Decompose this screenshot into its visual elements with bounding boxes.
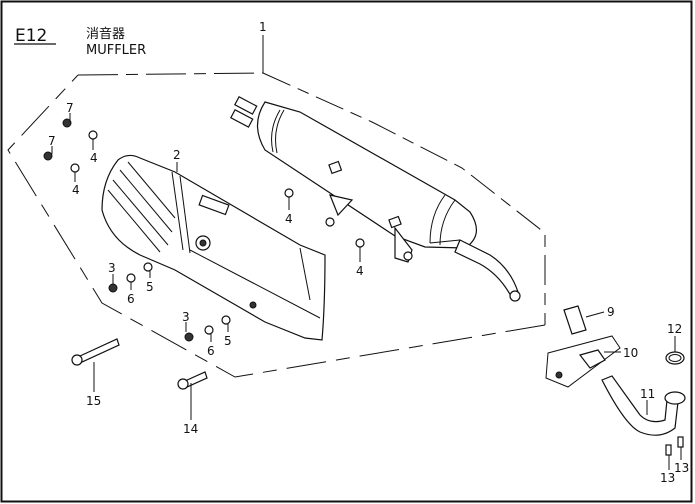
callout-5: 5 [224, 334, 232, 348]
callout-4: 4 [72, 183, 80, 197]
heat-shield [101, 154, 326, 341]
callout-6: 6 [207, 344, 215, 358]
callout-4: 4 [285, 212, 293, 226]
callout-15: 15 [86, 394, 101, 408]
callout-4: 4 [90, 151, 98, 165]
callout-4: 4 [356, 264, 364, 278]
callout-2: 2 [173, 148, 181, 162]
callout-6: 6 [127, 292, 135, 306]
leader-lines [51, 113, 682, 470]
callout-10: 10 [623, 346, 638, 360]
callout-1: 1 [259, 20, 267, 34]
assembly-outline [7, 35, 546, 378]
section-code: E12 [15, 26, 47, 46]
callout-9: 9 [607, 305, 615, 319]
callout-7: 7 [48, 134, 56, 148]
muffler-body [230, 95, 521, 302]
callout-7: 7 [66, 101, 74, 115]
callout-12: 12 [667, 322, 682, 336]
callout-11: 11 [640, 387, 655, 401]
hardware [43, 118, 686, 456]
callout-13: 13 [674, 461, 689, 475]
callout-5: 5 [146, 280, 154, 294]
callout-3: 3 [182, 310, 190, 324]
callout-3: 3 [108, 261, 116, 275]
callout-14: 14 [183, 422, 198, 436]
title-chinese: 消音器 [86, 26, 125, 42]
title-english: MUFFLER [86, 43, 146, 58]
callout-13: 13 [660, 471, 675, 485]
